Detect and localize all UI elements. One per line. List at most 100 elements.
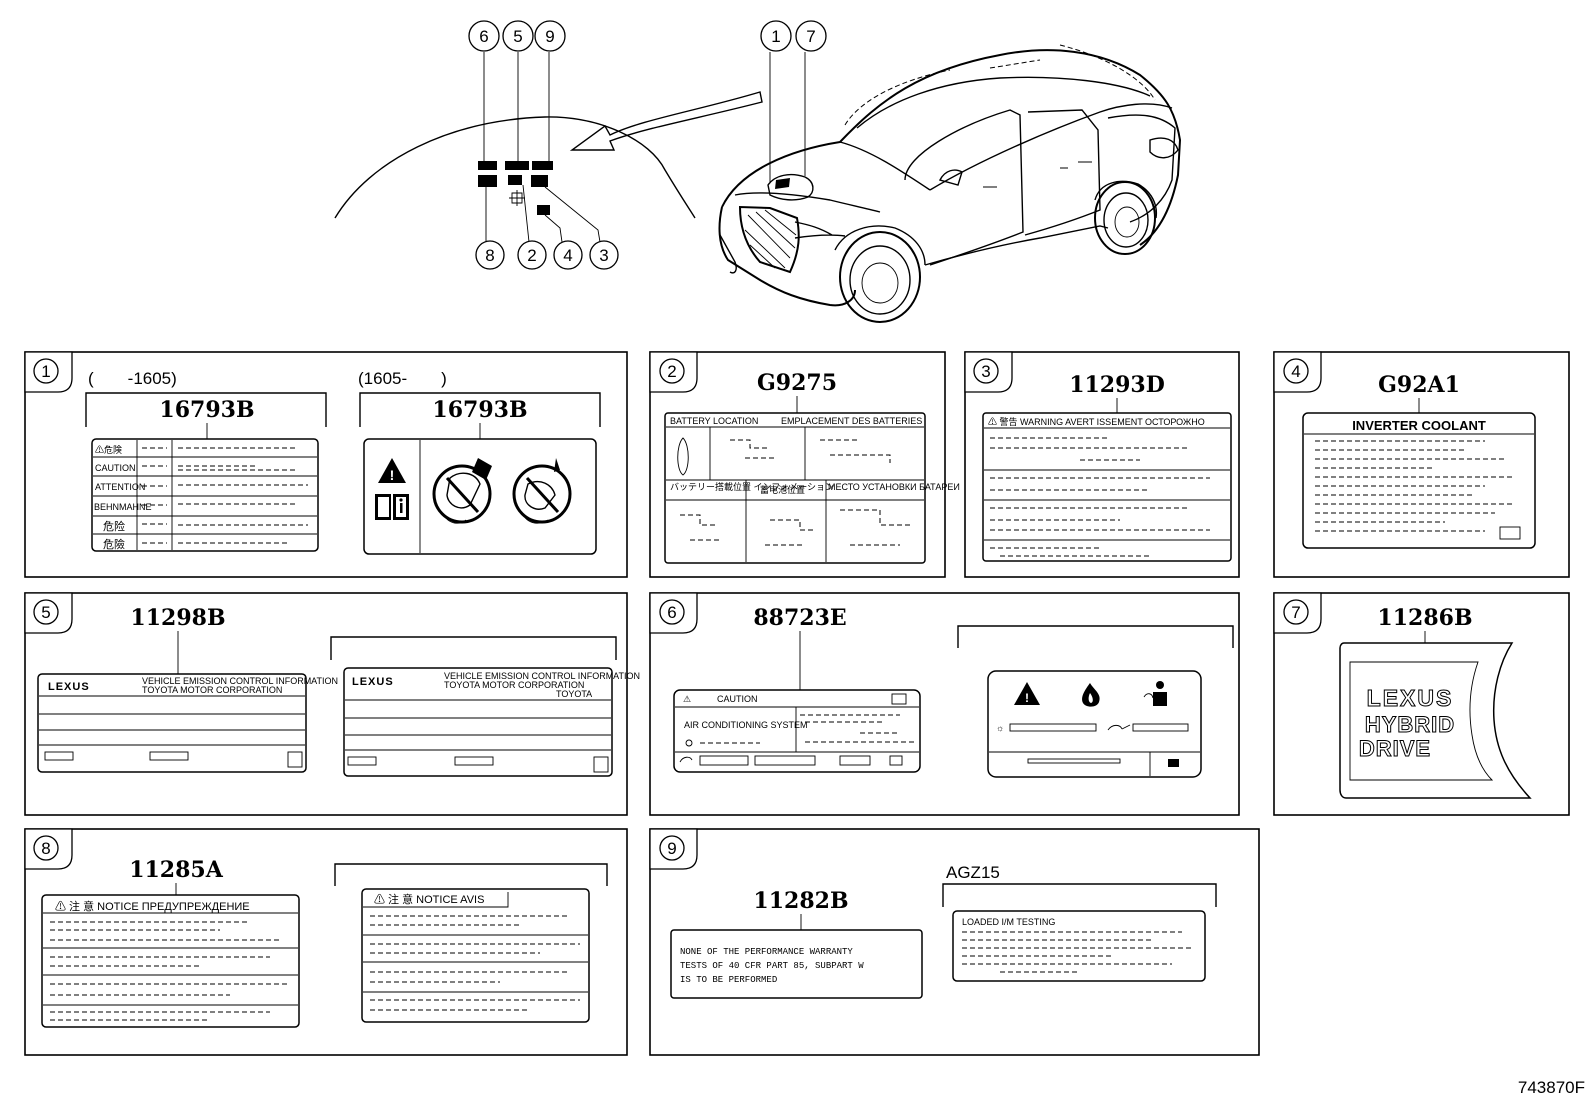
panel-3: 3 11293D ⚠ 警告 WARNING AVERT ISSEMENT ОСТ… (964, 351, 1240, 578)
label-block-8 (478, 175, 497, 187)
callout-6: 6 (468, 20, 500, 52)
label-16793B-multilingual: ⚠危険 CAUTION ATTENTION BEHNMAHNE 危险 危險 (91, 438, 319, 552)
label-11285A-notice-left: ⚠ 注 意 NOTICE ПРЕДУПРЕЖДЕНИЕ (41, 894, 300, 1028)
panel-3-number: 3 (981, 362, 990, 381)
person-service-icon (1143, 681, 1167, 706)
panel-6-part-number: 88723E (753, 605, 846, 631)
panel-1-left-range: ( -1605) (88, 369, 177, 388)
callout-5: 5 (502, 20, 534, 52)
panel-2-part-number: G9275 (757, 370, 837, 396)
manual-info-icon (375, 494, 409, 520)
no-tool-contact-icon (512, 458, 572, 524)
label-11282B-im-testing: LOADED I/M TESTING (952, 910, 1206, 982)
battery-row-ru: МЕСТО УСТАНОВКИ БАТАРЕИ (828, 482, 960, 492)
label-11282B-warranty: NONE OF THE PERFORMANCE WARRANTY TESTS O… (670, 929, 923, 999)
panel-1-number: 1 (41, 362, 50, 381)
panel-1-right-part-number: 16793B (432, 397, 527, 423)
battery-row-cn: 蓄电池位置 (760, 484, 805, 495)
emblem-line-hybrid: HYBRID (1365, 712, 1455, 737)
label-11298B-emission-right: LEXUS VEHICLE EMISSION CONTROL INFORMATI… (343, 667, 640, 777)
label-block-5 (505, 161, 529, 170)
callout-3: 3 (589, 240, 619, 270)
figure-id: 743870F (1518, 1078, 1585, 1097)
label-88723E-ac-caution: ⚠ CAUTION AIR CONDITIONING SYSTEM (673, 689, 921, 773)
im-testing-header: LOADED I/M TESTING (962, 917, 1055, 927)
notice-header-right: ⚠ 注 意 NOTICE AVIS (374, 892, 484, 906)
hybrid-drive-emblem: LEXUS HYBRID DRIVE (1339, 642, 1532, 799)
panel-7: 7 11286B LEXUS HYBRID DRIVE (1273, 592, 1570, 816)
svg-text:9: 9 (545, 27, 554, 46)
callout-2: 2 (517, 240, 547, 270)
callout-4: 4 (553, 240, 583, 270)
label-block-4 (537, 205, 550, 215)
flame-icon (1082, 683, 1100, 707)
panel-9-part-number: 11282B (753, 888, 848, 914)
panel-5-part-number: 11298B (130, 605, 225, 631)
emission-brand-left: LEXUS (48, 681, 90, 693)
svg-text:1: 1 (771, 27, 780, 46)
battery-header-left: BATTERY LOCATION (670, 416, 758, 426)
vehicle-illustration: 6 5 9 1 7 8 2 4 (334, 20, 1182, 323)
svg-text:4: 4 (563, 246, 572, 265)
svg-text:2: 2 (527, 246, 536, 265)
panel-4-number: 4 (1291, 362, 1300, 381)
panel-4-part-number: G92A1 (1378, 372, 1460, 398)
label-G9275-battery-location: BATTERY LOCATION EMPLACEMENT DES BATTERI… (664, 412, 960, 564)
panel-8-number: 8 (41, 839, 50, 858)
panel-6: 6 88723E ⚠ CAUTION AIR CONDITIONING SYST… (649, 592, 1240, 816)
label-block-2 (508, 175, 522, 185)
battery-header-right: EMPLACEMENT DES BATTERIES (781, 416, 922, 426)
warranty-line-2: TESTS OF 40 CFR PART 85, SUBPART W (680, 961, 864, 971)
panel-5: 5 11298B LEXUS VEHICLE EMISSION CONTROL … (24, 592, 640, 816)
warranty-line-3: IS TO BE PERFORMED (680, 975, 777, 985)
label-G92A1-inverter-coolant: INVERTER COOLANT (1302, 412, 1536, 549)
emission-title-right: VEHICLE EMISSION CONTROL INFORMATION (444, 671, 640, 681)
no-hand-contact-icon (432, 458, 492, 524)
label-16793B-pictogram: ! (363, 438, 597, 555)
label-row-attention: ATTENTION (95, 482, 145, 492)
panel-9-variant: AGZ15 (946, 863, 1000, 882)
emission-brand2-right: TOYOTA (556, 689, 592, 699)
panel-5-number: 5 (41, 603, 50, 622)
emblem-line-drive: DRIVE (1359, 736, 1431, 761)
sun-icon: ☼ (996, 723, 1004, 733)
panel-3-part-number: 11293D (1069, 372, 1165, 398)
emission-maker-right: TOYOTA MOTOR CORPORATION (444, 680, 584, 690)
panel-1-right-range: (1605- ) (358, 369, 447, 388)
label-block-3 (531, 175, 548, 187)
svg-text:!: ! (390, 467, 395, 483)
panel-2: 2 G9275 BATTERY LOCATION EMPLACEMENT DES… (649, 351, 960, 578)
label-11293D-warning: ⚠ 警告 WARNING AVERT ISSEMENT ОСТОРОЖНО (982, 412, 1232, 562)
label-row-ru: BEHNMAHNE (94, 502, 152, 512)
panel-9: 9 11282B AGZ15 NONE OF THE PERFORMANCE W… (649, 828, 1260, 1056)
label-row-cn-simplified: 危险 (103, 519, 125, 533)
svg-text:3: 3 (599, 246, 608, 265)
emission-maker-left: TOYOTA MOTOR CORPORATION (142, 685, 282, 695)
emission-brand-right: LEXUS (352, 676, 394, 688)
label-88723E-pictogram: ! ☼ (987, 670, 1202, 778)
warning-triangle-icon (378, 458, 406, 483)
callout-7: 7 (795, 20, 827, 52)
panel-8-part-number: 11285A (129, 857, 224, 883)
warning-header: ⚠ 警告 WARNING AVERT ISSEMENT ОСТОРОЖНО (988, 416, 1205, 427)
battery-row-jp: バッテリー搭載位置 インフォメーション (670, 481, 834, 492)
callout-9: 9 (534, 20, 566, 52)
callout-8: 8 (475, 240, 505, 270)
label-row-cn-traditional: 危險 (103, 537, 125, 551)
label-11298B-emission-left: LEXUS VEHICLE EMISSION CONTROL INFORMATI… (37, 673, 338, 773)
label-11285A-notice-right: ⚠ 注 意 NOTICE AVIS (361, 888, 590, 1023)
panel-6-number: 6 (667, 603, 676, 622)
svg-text:6: 6 (479, 27, 488, 46)
warning-triangle-icon-2 (1014, 682, 1040, 705)
panel-2-number: 2 (667, 362, 676, 381)
svg-text:5: 5 (513, 27, 522, 46)
label-row-jp: ⚠危険 (95, 444, 122, 455)
label-row-caution: CAUTION (95, 463, 136, 473)
panel-1: 1 ( -1605) (1605- ) 16793B 16793B ⚠危険 CA… (24, 351, 628, 578)
emission-title-left: VEHICLE EMISSION CONTROL INFORMATION (142, 676, 338, 686)
panel-8: 8 11285A ⚠ 注 意 NOTICE ПРЕДУПРЕЖДЕНИЕ ⚠ 注… (24, 828, 628, 1056)
ac-system-text: AIR CONDITIONING SYSTEM (684, 720, 808, 730)
svg-text:8: 8 (485, 246, 494, 265)
callout-1: 1 (760, 20, 792, 52)
panel-9-number: 9 (667, 839, 676, 858)
